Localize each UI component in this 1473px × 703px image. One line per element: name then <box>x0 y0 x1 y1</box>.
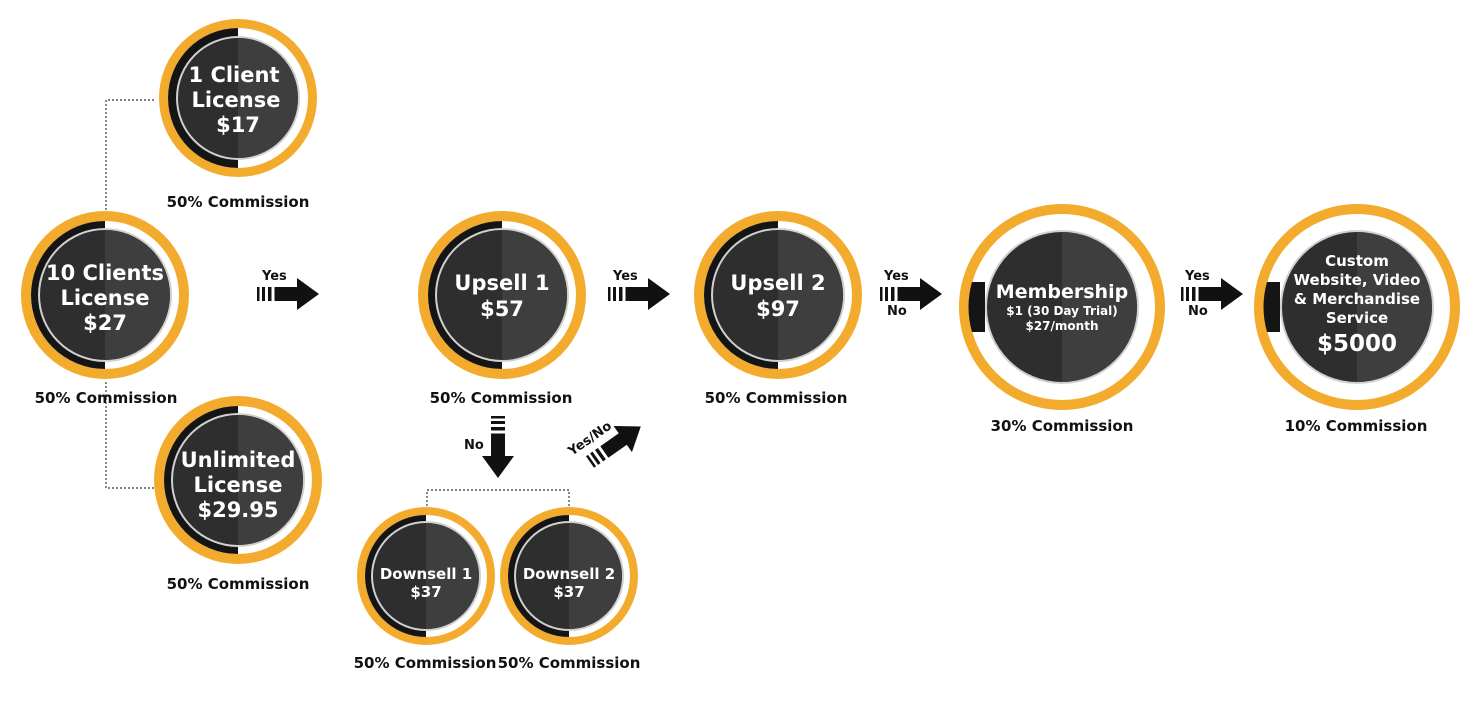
arrow-2-label: Yes <box>612 269 638 284</box>
node-1-client-price: $17 <box>216 113 260 137</box>
node-upsell-2-name: Upsell 2 <box>730 271 825 295</box>
node-upsell-2-price: $97 <box>756 297 800 321</box>
node-membership-name: Membership <box>996 281 1128 303</box>
commission-upsell-2: 50% Commission <box>705 389 848 407</box>
connector-bottom <box>105 382 155 489</box>
node-downsell-2: Downsell 2 $37 <box>500 507 638 645</box>
arrow-yes-2: Yes <box>608 269 670 310</box>
node-downsell-2-name: Downsell 2 <box>523 565 615 583</box>
node-downsell-1-name: Downsell 1 <box>380 565 472 583</box>
node-custom-price: $5000 <box>1317 331 1397 357</box>
node-custom-line1: Custom <box>1325 252 1389 270</box>
connector-downsells <box>426 489 570 510</box>
node-upsell-2: Upsell 2 $97 <box>694 211 862 379</box>
node-downsell-2-price: $37 <box>553 583 584 601</box>
node-10-clients-price: $27 <box>83 311 127 335</box>
node-unlimited-license: Unlimited License $29.95 <box>154 396 322 564</box>
node-membership-trial: $1 (30 Day Trial) <box>1006 304 1118 318</box>
node-custom-line4: Service <box>1326 309 1388 327</box>
arrow-no-down: No <box>464 416 514 478</box>
node-upsell-1-price: $57 <box>480 297 524 321</box>
node-10-clients-line2: License <box>61 286 150 310</box>
commission-downsell-2: 50% Commission <box>498 654 641 672</box>
arrow-4-label-yes: Yes <box>1184 269 1210 284</box>
arrow-yes-1: Yes <box>257 269 319 310</box>
node-custom-line2: Website, Video <box>1294 271 1421 289</box>
arrow-1-label: Yes <box>261 269 287 284</box>
node-1-client-license: 1 Client License $17 <box>159 19 317 177</box>
node-custom-line3: & Merchandise <box>1294 290 1420 308</box>
node-unlimited-line2: License <box>194 473 283 497</box>
node-1-client-line2: License <box>192 88 281 112</box>
node-10-clients-line1: 10 Clients <box>46 261 164 285</box>
commission-downsell-1: 50% Commission <box>354 654 497 672</box>
node-10-clients-license: 10 Clients License $27 <box>21 211 189 379</box>
node-upsell-1: Upsell 1 $57 <box>418 211 586 379</box>
node-upsell-1-name: Upsell 1 <box>454 271 549 295</box>
node-membership: Membership $1 (30 Day Trial) $27/month <box>959 204 1165 410</box>
commission-upsell-1: 50% Commission <box>430 389 573 407</box>
node-custom-service: Custom Website, Video & Merchandise Serv… <box>1254 204 1460 410</box>
arrow-yes-no-diagonal: Yes/No <box>565 413 650 476</box>
node-downsell-1-price: $37 <box>410 583 441 601</box>
arrow-3-label-no: No <box>887 304 907 319</box>
commission-custom: 10% Commission <box>1285 417 1428 435</box>
node-downsell-1: Downsell 1 $37 <box>357 507 495 645</box>
arrow-yes-no-3: Yes No <box>880 269 942 319</box>
connector-top <box>105 99 155 210</box>
arrow-down-label: No <box>464 438 484 453</box>
arrow-yes-no-4: Yes No <box>1181 269 1243 319</box>
node-unlimited-line1: Unlimited <box>181 448 296 472</box>
commission-unlimited: 50% Commission <box>167 575 310 593</box>
commission-10-clients: 50% Commission <box>35 389 178 407</box>
arrow-4-label-no: No <box>1188 304 1208 319</box>
node-1-client-line1: 1 Client <box>189 63 280 87</box>
node-unlimited-price: $29.95 <box>197 498 278 522</box>
arrow-3-label-yes: Yes <box>883 269 909 284</box>
commission-1-client: 50% Commission <box>167 193 310 211</box>
node-membership-monthly: $27/month <box>1025 319 1098 333</box>
commission-membership: 30% Commission <box>991 417 1134 435</box>
